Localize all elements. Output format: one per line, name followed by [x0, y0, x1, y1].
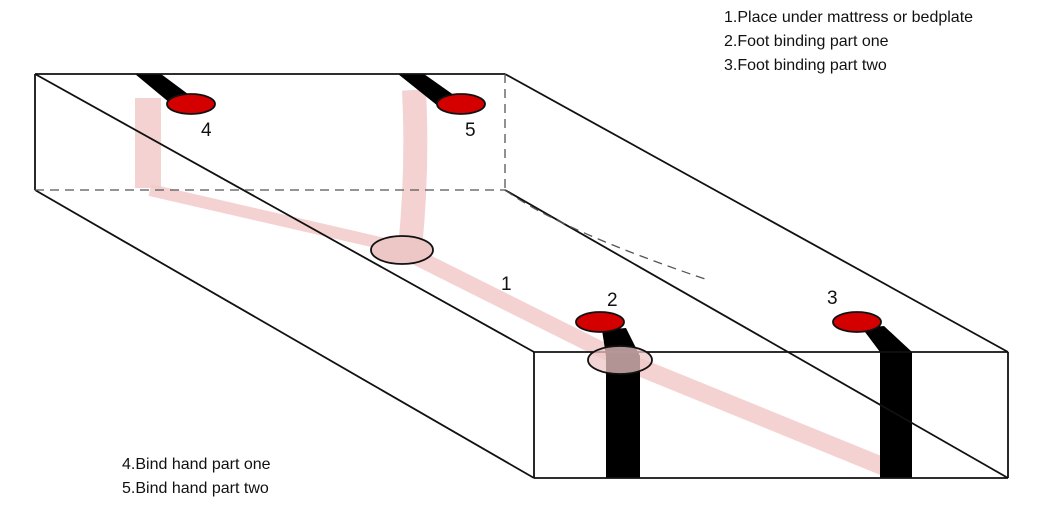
- strap-hand-two-vertical: [398, 89, 428, 250]
- legend-top: 1.Place under mattress or bedplate 2.Foo…: [724, 6, 973, 78]
- cuff-foot-one: [575, 311, 625, 333]
- connectors: [370, 235, 653, 375]
- strap-foot-two-black: [862, 326, 912, 478]
- strap-main-diagonal: [398, 242, 626, 368]
- box-top-right-edge: [504, 73, 1009, 353]
- marker-1: 1: [501, 274, 512, 295]
- box-inner-right-diagonal: [504, 189, 1009, 479]
- marker-3: 3: [827, 288, 838, 309]
- strap-diagonal-to-right: [618, 351, 896, 479]
- legend-item-1: 1.Place under mattress or bedplate: [724, 9, 974, 26]
- box-bottom-left-edge: [34, 189, 535, 479]
- cuffs: [166, 93, 882, 333]
- mattress-box-outline: [34, 73, 1009, 479]
- black-strap-segments: [135, 74, 912, 478]
- legend-bottom: 4.Bind hand part one 5.Bind hand part tw…: [122, 453, 271, 501]
- marker-4: 4: [201, 120, 212, 141]
- marker-5: 5: [465, 120, 476, 141]
- connector-ring-center: [370, 235, 434, 265]
- pink-strap-network: [135, 89, 896, 479]
- legend-item-4: 4.Bind hand part one: [122, 456, 271, 473]
- cuff-hand-one: [166, 93, 216, 115]
- connector-ring-front: [587, 345, 653, 375]
- hidden-right-bottom-edge: [504, 189, 709, 281]
- strap-diagonal-left: [148, 184, 404, 254]
- cuff-foot-two: [832, 311, 882, 333]
- box-top-left-edge: [34, 73, 535, 353]
- legend-item-3: 3.Foot binding part two: [724, 57, 887, 74]
- legend-item-2: 2.Foot binding part one: [724, 33, 889, 50]
- legend-item-5: 5.Bind hand part two: [122, 480, 269, 497]
- mattress-box-hidden-edges: [35, 74, 709, 281]
- cuff-hand-two: [436, 93, 486, 115]
- marker-2: 2: [607, 290, 618, 311]
